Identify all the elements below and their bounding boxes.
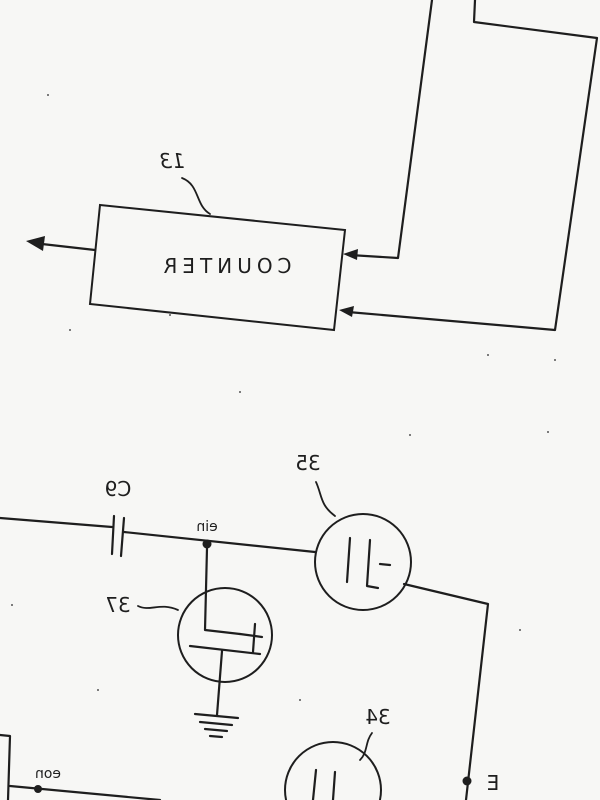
junction-eon <box>34 785 42 793</box>
tube-34-ref: 34 <box>365 705 390 729</box>
tube-37: 37 <box>105 587 273 717</box>
node-ein-label: ein <box>196 519 217 535</box>
c9-plate-left <box>110 514 116 556</box>
wire-c9-to-tube35 <box>122 530 317 554</box>
node-eon-label: eon <box>35 766 61 782</box>
wire-left-bracket <box>0 733 12 800</box>
c9-plate-right <box>119 516 126 558</box>
arrow-into-counter-lower <box>339 306 354 317</box>
tube-34: 34 <box>284 705 391 800</box>
node-e-label: E <box>487 771 500 795</box>
wire-left-to-c9 <box>0 516 114 529</box>
arrow-into-counter-upper <box>343 249 358 260</box>
paper-specks <box>11 94 556 701</box>
counter-ref: 13 <box>159 149 184 173</box>
tube-35: 35 <box>295 451 412 611</box>
wire-ein-down <box>203 546 242 636</box>
counter-block: COUNTER 13 <box>88 149 347 332</box>
junction-e <box>462 776 472 786</box>
ground-symbol <box>193 712 240 739</box>
counter-label: COUNTER <box>158 254 291 278</box>
wire-top-right-box <box>346 0 599 332</box>
tube-35-ref: 35 <box>295 451 320 475</box>
c9-ref: C9 <box>105 477 132 501</box>
counter-ref-leader <box>181 177 211 215</box>
wire-counter-output <box>40 242 97 252</box>
wire-eon-line <box>8 784 162 800</box>
tube-37-ref: 37 <box>105 593 130 617</box>
junction-ein <box>202 539 212 549</box>
wire-tube35-to-e <box>402 582 490 800</box>
wire-top-down <box>348 0 434 260</box>
arrow-counter-output <box>26 236 45 251</box>
